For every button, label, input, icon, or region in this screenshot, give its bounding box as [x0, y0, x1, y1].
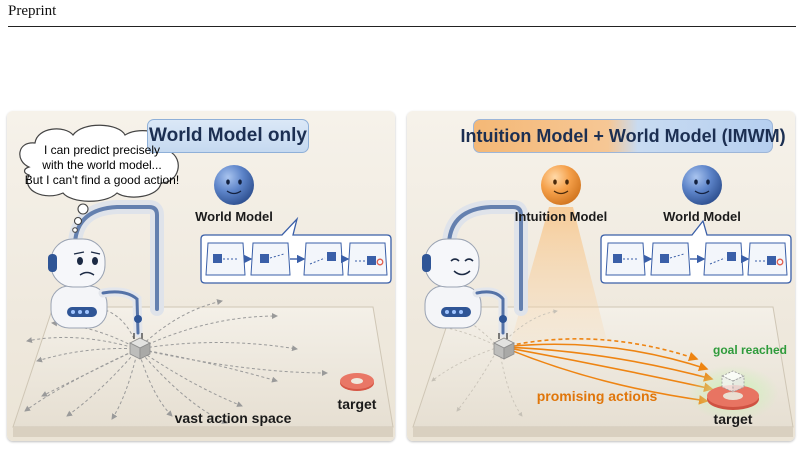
promising-action-arrows — [502, 338, 714, 405]
world-model-face-icon — [214, 165, 254, 205]
thought-line-1: I can predict precisely — [43, 143, 161, 157]
intuition-beam — [511, 207, 607, 341]
thought-bubble-icon — [19, 124, 179, 233]
world-model-only-panel: World Model only I can predict precisely… — [7, 111, 395, 441]
page-header: Preprint — [8, 3, 57, 19]
target-label: target — [713, 411, 753, 427]
prediction-callout — [600, 219, 792, 284]
target-ring-icon — [707, 385, 759, 410]
target-label: target — [337, 396, 377, 412]
thought-line-3: But I can't find a good action! — [24, 173, 180, 187]
header-rule — [8, 26, 796, 27]
right-panel-illustration — [412, 165, 794, 437]
robot-arm-icon — [48, 200, 164, 339]
cube-icon — [129, 337, 151, 360]
imwm-panel: Intuition Model + World Model (IMWM) Int… — [407, 111, 795, 441]
table-surface — [12, 306, 394, 437]
intuition-model-face-icon — [541, 165, 581, 205]
world-model-label: World Model — [663, 209, 741, 224]
goal-cube-icon — [721, 370, 745, 393]
promising-actions-label: promising actions — [536, 388, 658, 404]
imwm-title: Intuition Model + World Model (IMWM) — [460, 119, 786, 153]
world-model-only-title: World Model only — [147, 119, 309, 153]
thought-text: I can predict precisely with the world m… — [23, 143, 181, 188]
left-panel-illustration — [12, 124, 394, 437]
world-model-label: World Model — [195, 209, 273, 224]
goal-reached-label: goal reached — [712, 343, 788, 357]
cube-icon — [493, 337, 515, 360]
target-ring-icon — [340, 373, 374, 391]
prediction-callout — [200, 216, 392, 284]
thought-line-2: with the world model... — [42, 158, 162, 172]
robot-arm-icon — [422, 200, 528, 339]
action-space-label: vast action space — [174, 410, 292, 426]
intuition-model-label: Intuition Model — [514, 209, 608, 224]
world-model-face-icon — [682, 165, 722, 205]
